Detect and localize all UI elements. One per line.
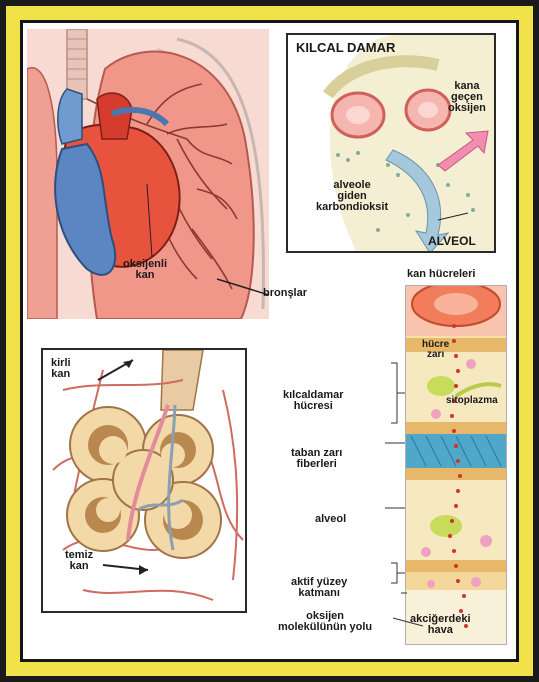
label-surface-layer: aktif yüzey katmanı bbox=[291, 577, 347, 599]
membrane-pointer-lines bbox=[23, 23, 519, 662]
label-basement-fibers: taban zarı fiberleri bbox=[291, 448, 342, 470]
diagram-canvas: oksijenli kan bronşlar bbox=[20, 20, 519, 662]
label-capillary-cell: kılcaldamar hücresi bbox=[283, 390, 344, 412]
yellow-frame: oksijenli kan bronşlar bbox=[6, 6, 533, 676]
label-alveol-layer: alveol bbox=[315, 514, 346, 525]
label-oxygen-path: oksijen molekülünün yolu bbox=[278, 611, 372, 633]
